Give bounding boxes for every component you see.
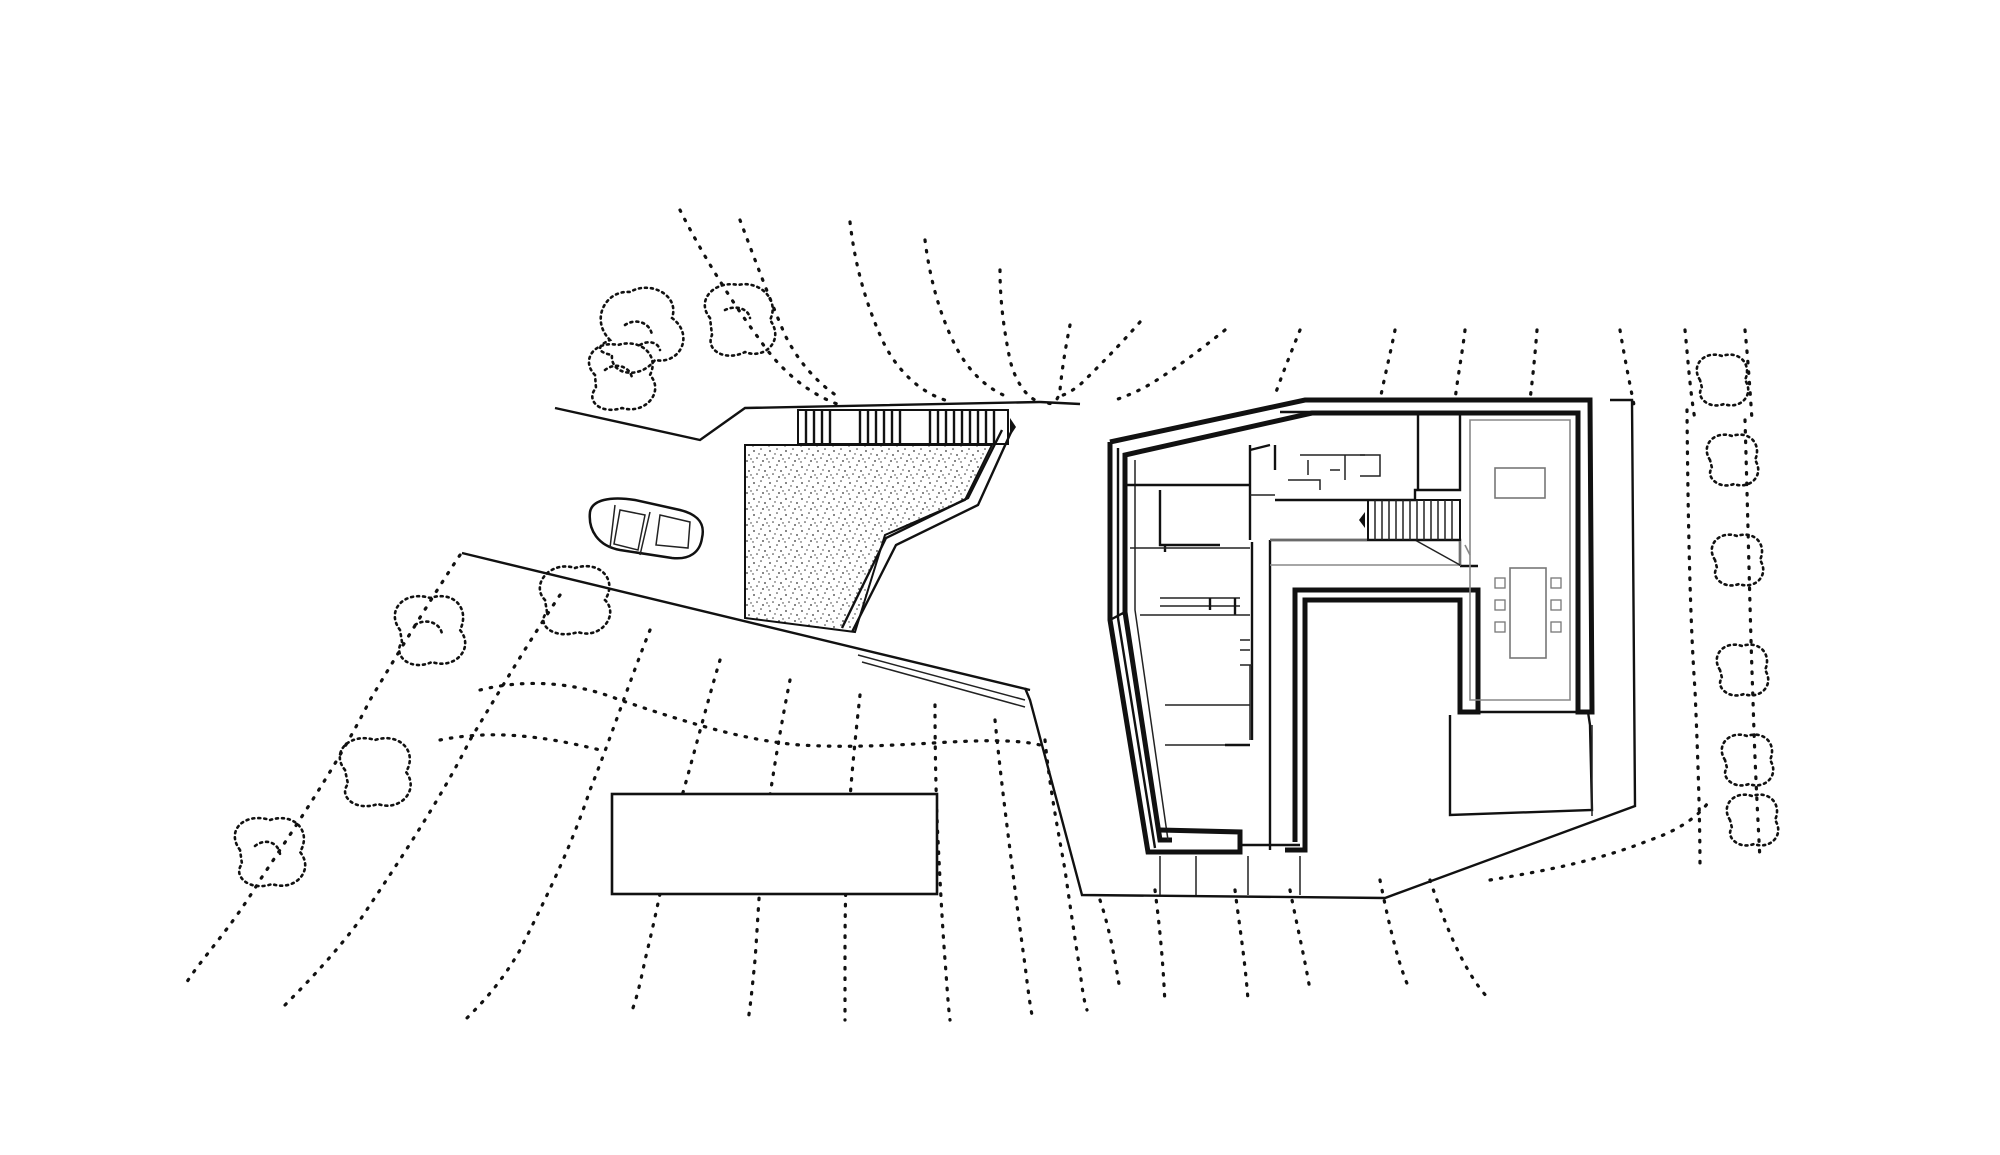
pool: [610, 792, 939, 896]
furniture: [1464, 467, 1562, 659]
interior-stair: [1359, 499, 1461, 541]
trees: [233, 282, 1780, 888]
interior: [1125, 410, 1462, 747]
tree-icon: [587, 342, 657, 411]
contour-lines-right: [1378, 408, 1762, 1002]
terrace: [1159, 856, 1301, 895]
tree-icon: [1710, 533, 1765, 587]
tree-icon: [1705, 433, 1760, 487]
tree-icon: [233, 816, 307, 888]
car-icon: [588, 497, 704, 560]
gravel-courtyard: [744, 429, 1014, 634]
tree-icon: [1720, 733, 1775, 787]
tree-icon: [538, 565, 612, 636]
sofa: [1494, 467, 1546, 499]
house: [1107, 397, 1595, 855]
retaining-walls: [461, 398, 1637, 900]
tree-icon: [1695, 353, 1750, 407]
tree-icon: [1725, 793, 1780, 847]
tree-icon: [338, 737, 412, 808]
dining-table: [1494, 567, 1562, 659]
tree-icon: [703, 282, 777, 357]
contour-lines-lower: [183, 553, 1312, 1022]
contour-lines-upper: [678, 208, 1754, 422]
tree-icon: [1715, 643, 1770, 697]
tree-icon: [598, 286, 685, 375]
entry-stairs: [797, 409, 1016, 445]
tree-icon: [393, 595, 467, 667]
